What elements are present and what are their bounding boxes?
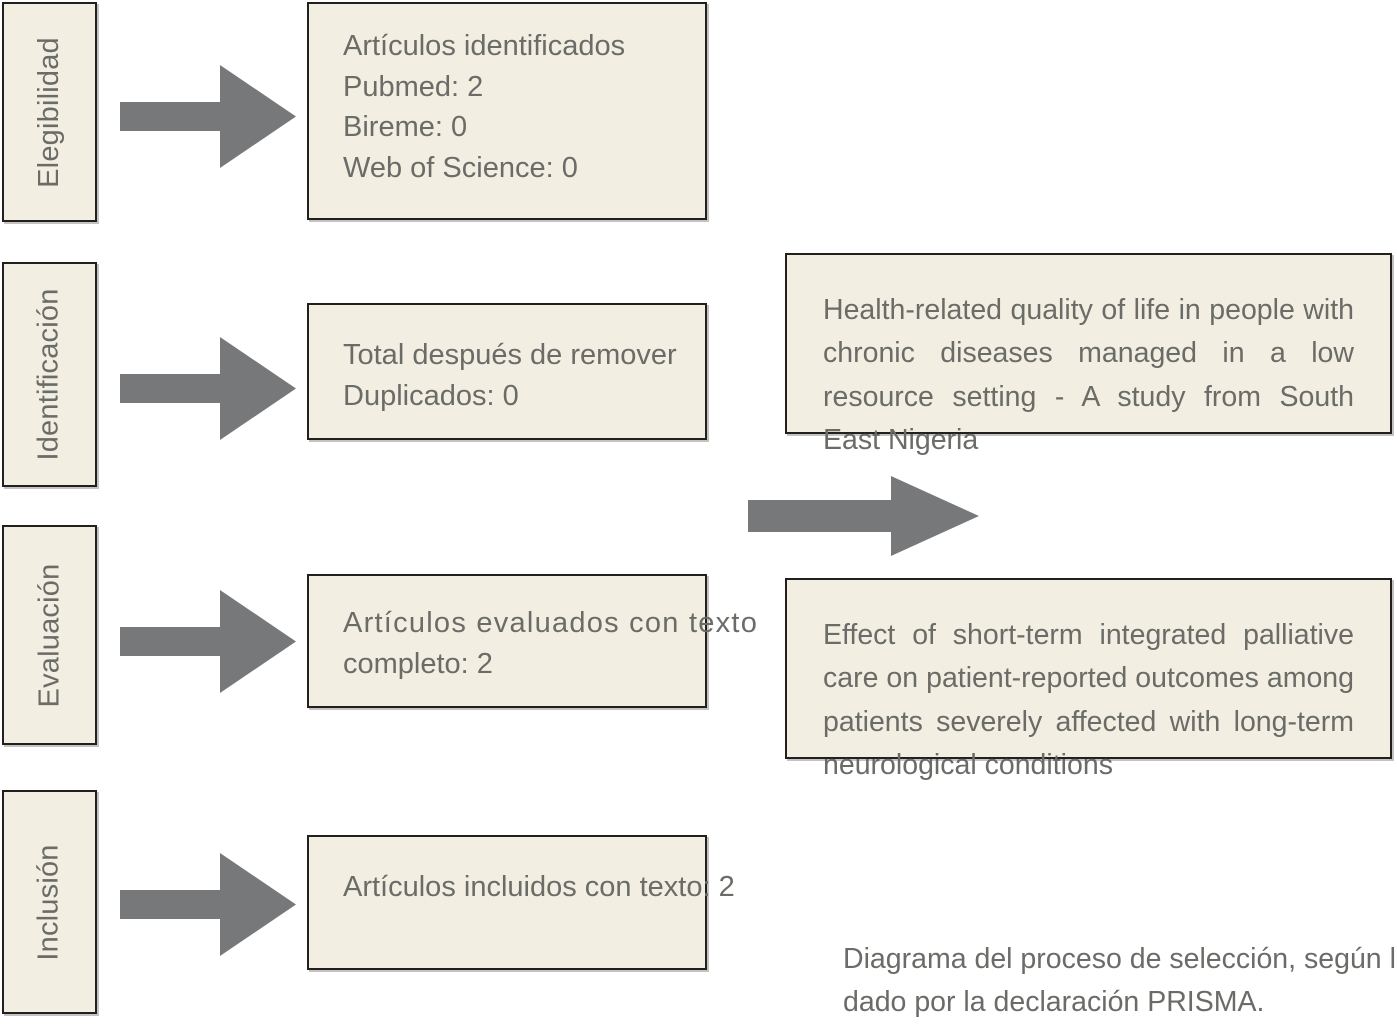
flow-box-articulos-identificados: Artículos identificados Pubmed: 2 Bireme… — [307, 2, 707, 220]
flow-box-line: Bireme: 0 — [343, 111, 468, 144]
flow-box-line: Artículos evaluados con texto — [343, 607, 759, 639]
diagram-caption: Diagrama del proceso de selección, según… — [843, 938, 1397, 1024]
flow-box-line: Pubmed: 2 — [343, 70, 484, 103]
flow-box-line: completo: 2 — [343, 647, 493, 680]
flow-box-total-despues-de-remover: Total después de remover Duplicados: 0 — [307, 303, 707, 440]
stage-label-box-identificacion: Identificación — [2, 262, 97, 487]
included-study-title: Effect of short-term integrated palliati… — [823, 619, 1354, 781]
stage-label-text: Evaluación — [33, 563, 65, 707]
flow-box-line: Web of Science: 0 — [343, 151, 578, 184]
included-study-box-1: Health-related quality of life in people… — [785, 253, 1392, 456]
arrow-right-icon-included-studies — [748, 476, 979, 556]
caption-line-1: Diagrama del proceso de selección, según… — [843, 943, 1397, 975]
stage-label-text: Identificación — [33, 288, 66, 461]
flow-box-articulos-incluidos: Artículos incluidos con texto: 2 — [307, 835, 735, 970]
included-study-title: Health-related quality of life in people… — [823, 294, 1354, 456]
included-study-box-2: Effect of short-term integrated palliati… — [785, 578, 1392, 781]
stage-label-box-evaluacion: Evaluación — [2, 525, 97, 745]
flow-box-line: Duplicados: 0 — [343, 379, 519, 412]
caption-line-2: dado por la declaración PRISMA. — [843, 986, 1265, 1019]
stage-label-text: Elegibilidad — [33, 36, 66, 188]
flow-box-line: Artículos identificados — [343, 30, 626, 62]
flow-box-line: Artículos incluidos con texto: 2 — [343, 871, 735, 903]
arrow-right-icon-inclusion — [120, 853, 296, 956]
flow-box-articulos-evaluados: Artículos evaluados con texto completo: … — [307, 574, 759, 708]
stage-label-box-elegibilidad: Elegibilidad — [2, 2, 97, 222]
arrow-right-icon-evaluacion — [120, 590, 296, 693]
flow-box-line: Total después de remover — [343, 339, 677, 371]
arrow-right-icon-elegibilidad — [120, 65, 296, 168]
stage-label-box-inclusion: Inclusión — [2, 790, 97, 1014]
arrow-right-icon-identificacion — [120, 337, 296, 440]
stage-label-text: Inclusión — [33, 843, 66, 961]
